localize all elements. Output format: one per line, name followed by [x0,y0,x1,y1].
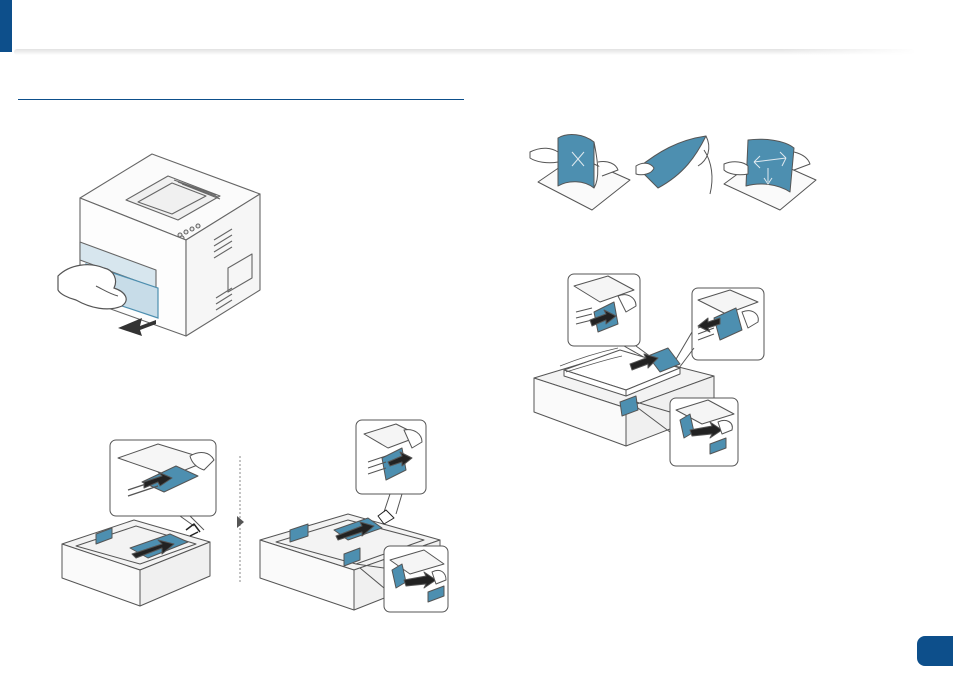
header-rule-fade [780,48,920,56]
adjust-tray-guides-illustration [256,418,452,614]
page-number [917,636,953,666]
flex-paper-stack-illustration [528,122,820,214]
printer-open-tray-illustration [56,150,268,340]
corner-tab [0,0,12,52]
section-rule [18,99,464,100]
page-number-badge [917,636,953,666]
step-divider-arrow [232,456,248,584]
adjust-tray-length-illustration [58,438,218,608]
load-paper-tray-illustration [530,272,766,468]
header-rule [14,49,914,55]
